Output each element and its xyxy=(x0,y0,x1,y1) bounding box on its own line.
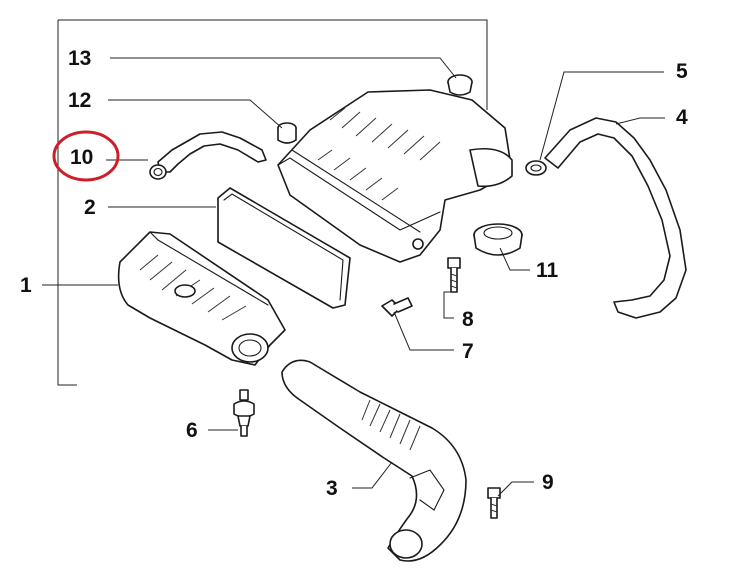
mount-stud-6[interactable] xyxy=(233,389,255,437)
bolt-8[interactable] xyxy=(447,257,461,293)
bush-12[interactable] xyxy=(277,122,297,144)
label-part-5: 5 xyxy=(676,60,688,83)
intake-collar-11[interactable] xyxy=(473,223,523,256)
bolt-9[interactable] xyxy=(487,487,501,519)
label-part-4: 4 xyxy=(676,106,688,129)
intake-duct-3[interactable] xyxy=(281,359,467,562)
label-part-1: 1 xyxy=(20,274,32,297)
air-filter-element[interactable] xyxy=(217,187,351,309)
air-filter-upper-housing[interactable] xyxy=(277,89,513,263)
assembly-bracket xyxy=(57,19,488,386)
screw-7[interactable] xyxy=(381,297,413,317)
hose-clamp-5[interactable] xyxy=(525,160,547,176)
label-part-7: 7 xyxy=(462,340,474,363)
label-part-10: 10 xyxy=(70,146,93,169)
vent-hose-4[interactable] xyxy=(544,117,687,319)
label-part-8: 8 xyxy=(462,308,474,331)
label-part-6: 6 xyxy=(186,419,198,442)
label-part-12: 12 xyxy=(68,89,91,112)
air-filter-lower-housing[interactable] xyxy=(117,231,286,366)
part-labels: 1 2 3 4 5 6 7 8 9 10 11 12 13 xyxy=(20,47,688,500)
highlight-circle xyxy=(52,130,120,182)
label-part-11: 11 xyxy=(536,259,559,282)
breather-hose-10[interactable] xyxy=(149,131,267,180)
leader-lines xyxy=(42,57,665,497)
grommet-13[interactable] xyxy=(447,74,473,96)
label-part-2: 2 xyxy=(84,196,96,219)
label-part-13: 13 xyxy=(68,47,91,70)
label-part-3: 3 xyxy=(326,477,338,500)
label-part-9: 9 xyxy=(542,471,554,494)
